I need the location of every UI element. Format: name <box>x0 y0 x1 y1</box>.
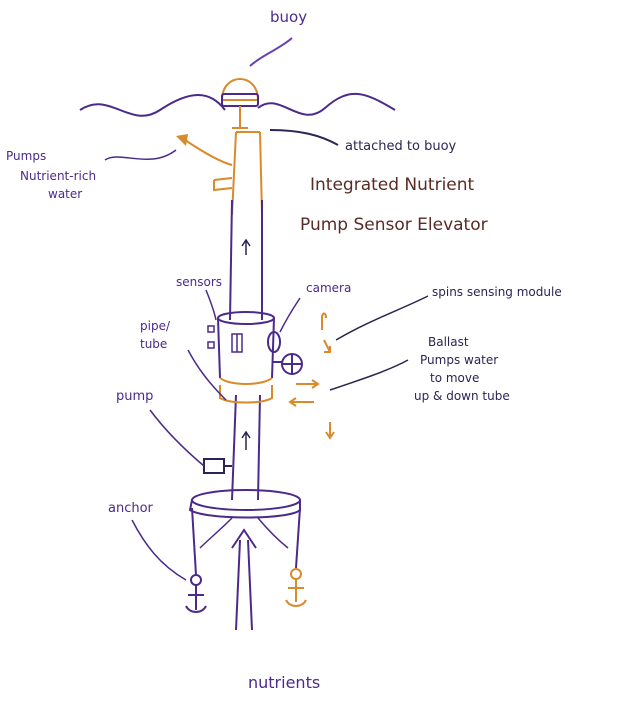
anchor-right <box>285 568 307 607</box>
label-attached: attached to buoy <box>345 139 457 154</box>
anchor-pointer <box>131 519 187 581</box>
nutrients-arrow <box>231 528 257 631</box>
label-pipe-1: pipe/ <box>140 319 171 333</box>
anchor-left <box>185 574 207 613</box>
upper-tube <box>176 131 263 216</box>
label-anchor: anchor <box>108 501 154 516</box>
spins-pointer <box>335 295 429 341</box>
label-pumps-3: water <box>48 187 82 201</box>
ballast-pointer <box>329 359 409 391</box>
title-line-2: Pump Sensor Elevator <box>300 215 488 235</box>
camera-pointer <box>279 297 301 333</box>
ballast-ring <box>219 377 273 404</box>
anchor-lines <box>191 507 301 576</box>
label-pump: pump <box>116 389 153 404</box>
label-camera: camera <box>306 281 351 295</box>
pumps-pointer <box>104 149 177 161</box>
attached-pointer <box>269 129 339 146</box>
label-ballast-1: Ballast <box>428 335 469 349</box>
label-nutrients: nutrients <box>248 673 320 692</box>
wave-right <box>257 93 396 116</box>
pipe-pointer <box>187 349 227 401</box>
base-platform <box>188 489 301 549</box>
buoy-shape <box>220 78 260 129</box>
label-buoy: buoy <box>270 8 307 26</box>
pump-shape <box>203 458 232 474</box>
pump-pointer <box>149 409 205 467</box>
title-line-1: Integrated Nutrient <box>310 175 475 195</box>
label-spins: spins sensing module <box>432 285 562 299</box>
sensing-module <box>207 311 275 379</box>
label-pumps-1: Pumps <box>6 149 46 163</box>
label-ballast-4: up & down tube <box>414 389 510 403</box>
buoy-pointer <box>249 37 293 67</box>
camera-shape <box>267 331 281 353</box>
label-pipe-2: tube <box>140 337 167 351</box>
sensors-pointer <box>205 289 217 321</box>
label-ballast-2: Pumps water <box>420 353 498 367</box>
spinner-shape <box>272 353 303 375</box>
wave-left <box>79 94 226 117</box>
label-ballast-3: to move <box>430 371 479 385</box>
main-tube <box>229 199 263 501</box>
label-sensors: sensors <box>176 275 222 289</box>
ballast-arrows <box>288 312 335 440</box>
label-pumps-2: Nutrient-rich <box>20 169 96 183</box>
